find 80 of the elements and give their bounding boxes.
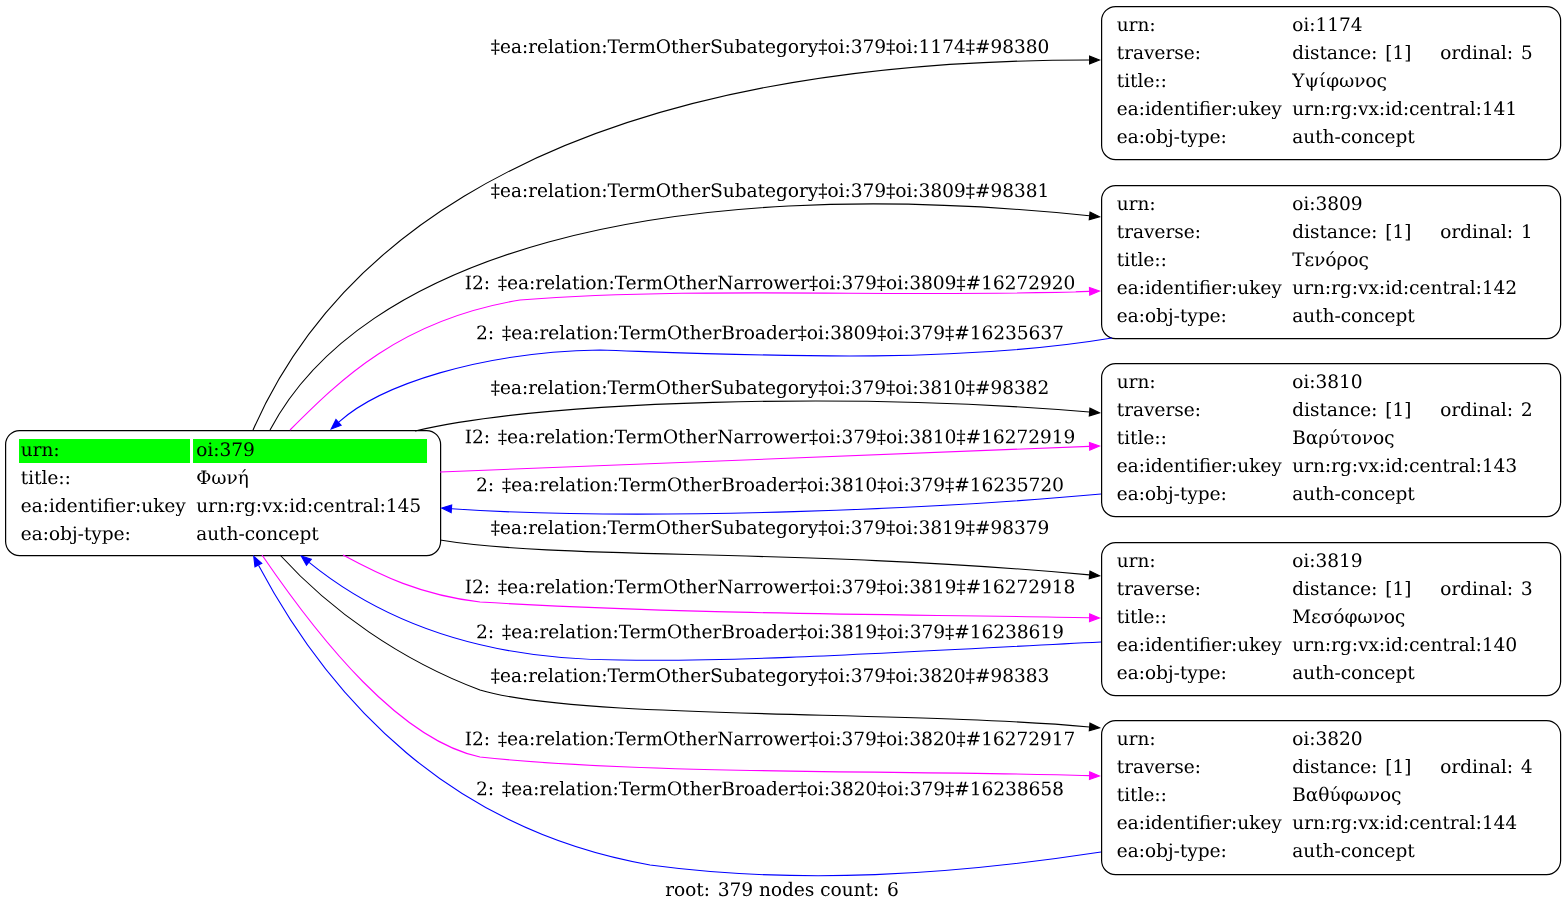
edge-label: ‡ea:relation:TermOtherSubategory‡oi:379‡oi:3809‡#98381 bbox=[490, 182, 1050, 202]
field-value: distance: [1] bbox=[1293, 758, 1410, 776]
field-name: ea:obj-type: bbox=[1117, 128, 1225, 148]
field-name: ea:identifier:ukey bbox=[1117, 279, 1282, 299]
field-value: auth-concept bbox=[1293, 485, 1415, 504]
field-name: title:: bbox=[1117, 251, 1165, 267]
edge-label: I2: ‡ea:relation:TermOtherNarrower‡oi:379‡oi:3809‡#16272920 bbox=[464, 274, 1076, 292]
field-name: ea:obj-type: bbox=[1117, 664, 1225, 684]
field-value: auth-concept bbox=[1293, 842, 1415, 861]
highlighted-cell: oi:379 bbox=[193, 439, 427, 463]
field-name: urn: bbox=[1117, 735, 1154, 746]
field-name: urn: bbox=[1117, 21, 1154, 32]
field-value: oi:3820 bbox=[1293, 731, 1362, 746]
field-value: Τενόρος bbox=[1292, 251, 1368, 270]
field-name: ea:identifier:ukey bbox=[21, 497, 186, 517]
edge-label: ‡ea:relation:TermOtherSubategory‡oi:379‡oi:1174‡#98380 bbox=[490, 38, 1050, 58]
edge-label: I2: ‡ea:relation:TermOtherNarrower‡oi:379‡oi:3819‡#16272918 bbox=[464, 578, 1076, 596]
field-value: oi:3810 bbox=[1293, 374, 1362, 389]
edge-label: I2: ‡ea:relation:TermOtherNarrower‡oi:379‡oi:3810‡#16272919 bbox=[464, 428, 1076, 446]
field-value: Βαρύτονος bbox=[1293, 429, 1394, 448]
field-name: urn: bbox=[1117, 557, 1154, 568]
field-name: title:: bbox=[1117, 72, 1165, 88]
edge-label: 2: ‡ea:relation:TermOtherBroader‡oi:3820‡oi:379‡#16238658 bbox=[475, 780, 1065, 798]
field-value: distance: [1] bbox=[1293, 401, 1410, 419]
edge-label: ‡ea:relation:TermOtherSubategory‡oi:379‡oi:3819‡#98379 bbox=[490, 519, 1050, 539]
field-value: oi:1174 bbox=[1293, 17, 1362, 32]
field-value: ordinal: 2 bbox=[1441, 401, 1531, 417]
arrow bbox=[253, 555, 1102, 877]
field-name: traverse: bbox=[1117, 46, 1200, 60]
field-value: Υψίφωνος bbox=[1292, 72, 1386, 91]
field-value: urn:rg:vx:id:central:142 bbox=[1292, 279, 1516, 299]
field-value: urn:rg:vx:id:central:141 bbox=[1292, 100, 1515, 120]
field-name: ea:identifier:ukey bbox=[1117, 814, 1282, 834]
field-value: ordinal: 1 bbox=[1441, 223, 1530, 239]
field-value: distance: [1] bbox=[1293, 580, 1410, 598]
field-value: ordinal: 4 bbox=[1441, 758, 1532, 774]
field-name: title:: bbox=[1117, 786, 1165, 802]
field-value: oi:3819 bbox=[1293, 553, 1362, 568]
field-name: urn: bbox=[1117, 200, 1154, 211]
field-value: Βαθύφωνος bbox=[1293, 786, 1401, 805]
field-name: ea:obj-type: bbox=[1117, 307, 1225, 327]
field-name: title:: bbox=[21, 469, 69, 485]
field-value: Μεσόφωνος bbox=[1293, 608, 1405, 627]
field-value: oi:3809 bbox=[1293, 196, 1362, 211]
arrow bbox=[330, 337, 1113, 430]
edge-label: ‡ea:relation:TermOtherSubategory‡oi:379‡oi:3820‡#98383 bbox=[490, 667, 1050, 687]
arrow bbox=[300, 555, 1102, 661]
field-value: auth-concept bbox=[1293, 664, 1415, 683]
field-value: ordinal: 3 bbox=[1441, 580, 1532, 596]
edge-label: 2: ‡ea:relation:TermOtherBroader‡oi:3809‡oi:379‡#16235637 bbox=[475, 324, 1065, 342]
field-value: urn:rg:vx:id:central:144 bbox=[1292, 814, 1517, 834]
field-value: urn:rg:vx:id:central:140 bbox=[1292, 636, 1516, 656]
highlighted-cell: urn: bbox=[19, 439, 190, 463]
field-value: distance: [1] bbox=[1293, 223, 1410, 241]
field-name: traverse: bbox=[1117, 225, 1200, 239]
edge-label: 2: ‡ea:relation:TermOtherBroader‡oi:3810‡oi:379‡#16235720 bbox=[475, 476, 1065, 494]
field-name: traverse: bbox=[1117, 582, 1200, 596]
field-name: ea:identifier:ukey bbox=[1117, 636, 1282, 656]
field-value: urn:rg:vx:id:central:143 bbox=[1292, 457, 1516, 477]
field-value: ordinal: 5 bbox=[1441, 44, 1532, 60]
field-name: title:: bbox=[1117, 608, 1165, 624]
field-value: auth-concept bbox=[1293, 128, 1415, 147]
caption: root: 379 nodes count: 6 bbox=[665, 881, 898, 897]
field-value: urn:rg:vx:id:central:145 bbox=[196, 497, 420, 517]
field-name: traverse: bbox=[1117, 760, 1200, 774]
field-value: Φωνή bbox=[197, 469, 248, 488]
field-name: ea:identifier:ukey bbox=[1117, 457, 1282, 477]
field-name: ea:identifier:ukey bbox=[1117, 100, 1282, 120]
field-name: ea:obj-type: bbox=[1117, 842, 1225, 862]
field-value: auth-concept bbox=[197, 525, 319, 544]
edge-label: ‡ea:relation:TermOtherSubategory‡oi:379‡oi:3810‡#98382 bbox=[490, 379, 1050, 399]
field-name: traverse: bbox=[1117, 403, 1200, 417]
field-name: title:: bbox=[1117, 429, 1165, 445]
field-value: auth-concept bbox=[1293, 307, 1415, 326]
field-name: ea:obj-type: bbox=[1117, 485, 1225, 505]
field-name: ea:obj-type: bbox=[21, 525, 129, 545]
field-name: urn: bbox=[1117, 378, 1154, 389]
edge-label: I2: ‡ea:relation:TermOtherNarrower‡oi:379‡oi:3820‡#16272917 bbox=[464, 730, 1076, 748]
edge-label: 2: ‡ea:relation:TermOtherBroader‡oi:3819‡oi:379‡#16238619 bbox=[475, 623, 1065, 641]
field-value: distance: [1] bbox=[1293, 44, 1410, 62]
